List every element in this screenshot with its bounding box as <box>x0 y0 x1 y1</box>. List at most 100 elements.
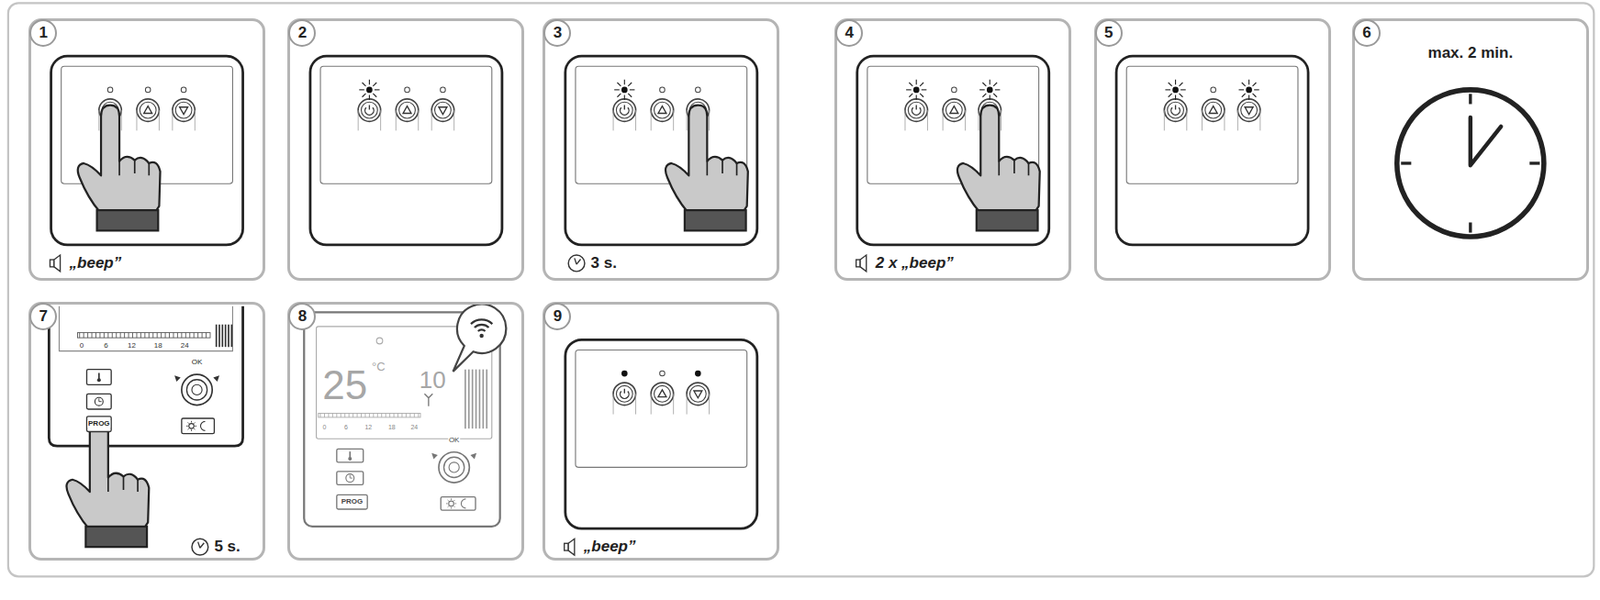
drawing-stroke <box>708 110 710 131</box>
drawing-stroke <box>475 369 478 430</box>
device-housing <box>565 55 758 246</box>
blink-ray <box>369 94 370 101</box>
blink-ray <box>1241 82 1246 87</box>
blink-ray <box>1164 89 1171 90</box>
blink-ray <box>989 79 991 86</box>
drawing-stroke <box>464 369 467 430</box>
step-number: 5 <box>1095 19 1123 47</box>
drawing-stroke <box>360 413 362 417</box>
drawing-stroke <box>135 333 137 339</box>
drawing-stroke <box>99 333 101 339</box>
drawing-stroke <box>1241 101 1258 119</box>
drawing-stroke <box>413 413 415 417</box>
drawing-stroke <box>181 374 213 405</box>
drawing-stroke <box>347 457 352 461</box>
drawing-stroke <box>479 369 482 430</box>
device-marking: OK <box>447 436 461 445</box>
device-button <box>613 382 636 405</box>
clock-icon <box>568 255 585 272</box>
drawing-stroke <box>686 110 688 131</box>
drawing-stroke <box>957 105 1041 213</box>
device-marking: 0 <box>79 342 84 350</box>
drawing-stroke <box>78 105 161 213</box>
drawing-stroke <box>1167 101 1185 119</box>
drawing-stroke <box>144 333 146 339</box>
thermostat <box>303 303 506 526</box>
device-button <box>431 99 454 122</box>
up-symbol <box>144 106 153 114</box>
device-marking: OK <box>190 358 204 367</box>
blink-ray <box>1179 82 1184 87</box>
drawing-stroke <box>438 452 470 483</box>
step-number: 6 <box>1353 19 1381 47</box>
drawing-stroke <box>98 110 100 131</box>
drawing-stroke <box>332 413 334 417</box>
thermometer-symbol <box>98 373 101 381</box>
drawing-stroke <box>672 393 674 414</box>
led-off <box>180 87 187 93</box>
device-button <box>172 99 195 122</box>
drawing-stroke <box>177 333 179 339</box>
drawing-stroke <box>485 369 488 430</box>
down-symbol <box>693 391 703 399</box>
blink-ray <box>1238 89 1244 90</box>
drawing-stroke <box>978 110 980 131</box>
drawing-stroke <box>188 428 190 430</box>
led-blinking <box>1172 87 1179 94</box>
blink-ray <box>1174 94 1176 101</box>
drawing-stroke <box>417 413 419 417</box>
blink-ray <box>1253 82 1257 87</box>
drawing-stroke <box>468 369 470 430</box>
drawing-stroke <box>215 324 218 347</box>
blink-ray <box>1168 82 1173 87</box>
blink-ray <box>919 93 924 98</box>
ok-dial <box>174 374 220 405</box>
controller-device <box>565 55 758 246</box>
drawing-stroke <box>205 333 207 339</box>
blink-ray <box>372 82 377 87</box>
big-clock <box>1397 89 1545 237</box>
drawing-stroke <box>335 413 337 417</box>
drawing-stroke <box>119 160 149 177</box>
drawing-stroke <box>221 324 224 347</box>
step-caption: 5 s. <box>213 537 240 558</box>
drawing-stroke <box>964 110 966 131</box>
drawing-stroke <box>1470 117 1501 166</box>
drawing-stroke <box>156 333 158 339</box>
drawing-stroke <box>482 369 485 430</box>
power-symbol <box>620 105 630 116</box>
device-marking: 0 <box>323 423 327 430</box>
blink-ray <box>916 79 918 86</box>
drawing-stroke <box>140 333 142 339</box>
hand-cuff <box>684 210 747 231</box>
drawing-stroke <box>393 413 395 417</box>
step-caption: „beep” <box>69 253 123 274</box>
blink-ray <box>1241 93 1246 98</box>
thermostat-button <box>86 393 112 410</box>
drawing-stroke <box>180 333 182 339</box>
drawing-stroke <box>191 538 209 556</box>
drawing-stroke <box>613 393 615 414</box>
device-button <box>136 99 159 122</box>
device-marking: 12 <box>127 342 136 350</box>
drawing-stroke <box>1000 110 1002 131</box>
up-symbol <box>1208 106 1218 114</box>
drawing-stroke <box>372 413 374 417</box>
drawing-stroke <box>103 333 105 339</box>
drawing-stroke <box>165 333 167 339</box>
blink-ray <box>1253 93 1257 98</box>
blink-ray <box>629 89 636 90</box>
down-symbol <box>179 107 189 115</box>
blink-ray <box>616 93 621 98</box>
drawing-stroke <box>568 538 575 556</box>
device-marking: 24 <box>410 423 418 430</box>
drawing-stroke <box>135 110 137 131</box>
drawing-stroke <box>139 101 157 119</box>
drawing-stroke <box>672 110 674 131</box>
thermostat-button <box>336 471 364 485</box>
drawing-stroke <box>132 333 134 339</box>
blink-ray <box>374 89 381 90</box>
day-night-button <box>181 418 215 435</box>
drawing-stroke <box>349 475 353 479</box>
controller-device <box>857 55 1050 246</box>
